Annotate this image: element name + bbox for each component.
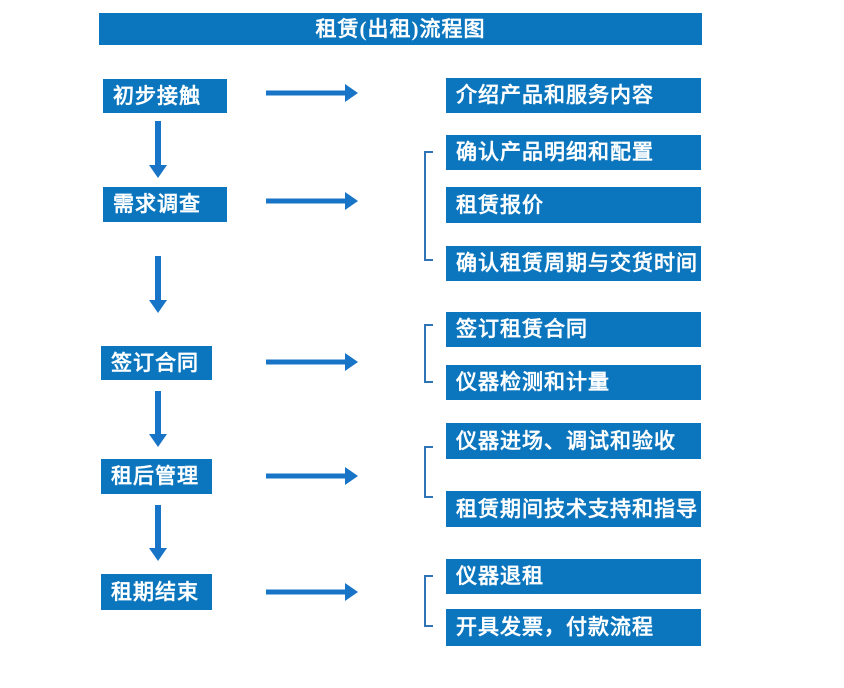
arrow-head-icon	[345, 467, 358, 485]
detail-box-rental-quote: 租赁报价	[446, 187, 701, 223]
group-bracket-post-rental	[424, 446, 433, 498]
stage-label: 需求调查	[113, 192, 201, 216]
group-bracket-rental-end	[424, 575, 433, 627]
group-bracket-demand-survey	[424, 151, 433, 261]
detail-label: 确认产品明细和配置	[456, 140, 654, 164]
arrow-shaft	[155, 391, 161, 436]
arrow-head-icon	[345, 353, 358, 371]
stage-box-post-rental-management: 租后管理	[101, 459, 212, 494]
detail-label: 仪器进场、调试和验收	[456, 428, 676, 453]
arrow-head-icon	[345, 192, 358, 210]
detail-label: 签订租赁合同	[456, 317, 588, 341]
arrow-head-icon	[149, 434, 167, 447]
detail-box-instrument-inspection: 仪器检测和计量	[446, 365, 701, 400]
detail-label: 仪器退租	[456, 564, 544, 588]
right-arrow-sign-contract	[266, 353, 358, 371]
detail-box-confirm-product-details: 确认产品明细和配置	[446, 135, 701, 170]
detail-box-confirm-period-delivery: 确认租赁周期与交货时间	[446, 246, 701, 281]
detail-box-tech-support: 租赁期间技术支持和指导	[446, 491, 701, 527]
flowchart-title: 租赁(出租)流程图	[315, 16, 486, 41]
arrow-head-icon	[149, 548, 167, 561]
arrow-shaft	[266, 359, 347, 365]
arrow-shaft	[266, 589, 347, 595]
detail-box-instrument-return: 仪器退租	[446, 559, 701, 594]
arrow-shaft	[155, 505, 161, 550]
down-arrow-1	[149, 121, 167, 178]
arrow-shaft	[266, 473, 347, 479]
stage-label: 签订合同	[111, 350, 199, 375]
down-arrow-2	[149, 256, 167, 313]
right-arrow-demand-survey	[266, 192, 358, 210]
stage-label: 租后管理	[111, 464, 199, 488]
stage-label: 租期结束	[111, 579, 199, 604]
detail-box-invoice-payment: 开具发票，付款流程	[446, 609, 701, 646]
stage-label: 初步接触	[113, 83, 201, 108]
right-arrow-rental-end	[266, 583, 358, 601]
arrow-head-icon	[149, 165, 167, 178]
right-arrow-post-rental	[266, 467, 358, 485]
arrow-shaft	[266, 90, 347, 96]
group-bracket-sign-contract	[424, 324, 433, 383]
detail-label: 确认租赁周期与交货时间	[456, 251, 698, 275]
arrow-shaft	[266, 198, 347, 204]
stage-box-sign-contract: 签订合同	[101, 346, 212, 380]
arrow-head-icon	[149, 300, 167, 313]
flowchart-title-bar: 租赁(出租)流程图	[99, 13, 702, 45]
detail-label: 开具发票，付款流程	[456, 615, 654, 639]
detail-label: 介绍产品和服务内容	[456, 83, 654, 107]
stage-box-initial-contact: 初步接触	[103, 79, 227, 113]
detail-box-intro-products: 介绍产品和服务内容	[446, 78, 701, 113]
stage-box-demand-survey: 需求调查	[103, 187, 227, 222]
stage-box-rental-end: 租期结束	[101, 574, 212, 610]
arrow-shaft	[155, 256, 161, 302]
right-arrow-initial-contact	[266, 84, 358, 102]
detail-box-instrument-entry-acceptance: 仪器进场、调试和验收	[446, 423, 701, 459]
detail-box-sign-rental-contract: 签订租赁合同	[446, 312, 701, 347]
detail-label: 租赁报价	[456, 192, 544, 217]
detail-label: 租赁期间技术支持和指导	[456, 496, 698, 521]
arrow-shaft	[155, 121, 161, 167]
down-arrow-3	[149, 391, 167, 447]
arrow-head-icon	[345, 583, 358, 601]
arrow-head-icon	[345, 84, 358, 102]
down-arrow-4	[149, 505, 167, 561]
detail-label: 仪器检测和计量	[456, 370, 610, 394]
